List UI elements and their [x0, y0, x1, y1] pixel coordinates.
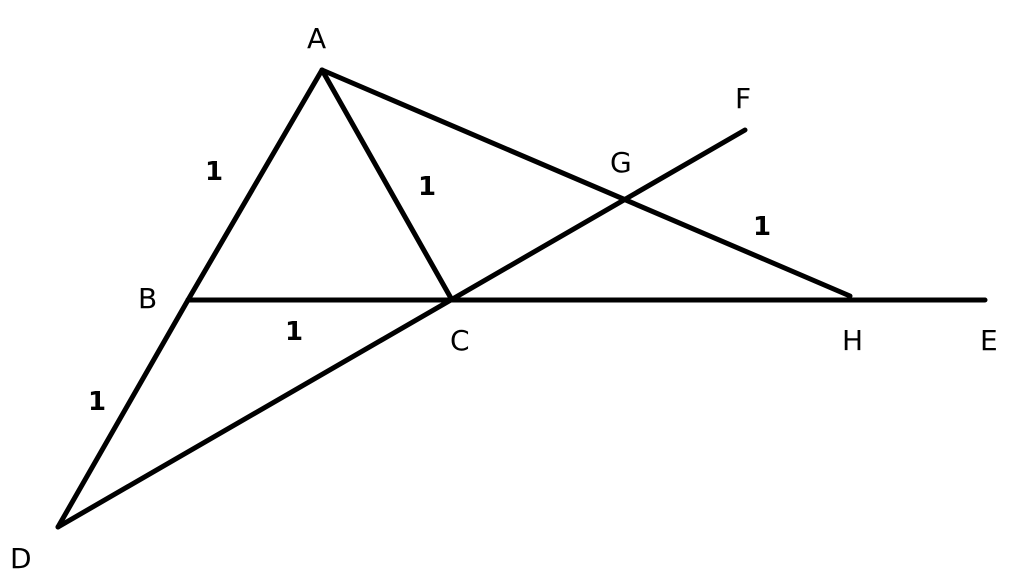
label-F: F — [735, 82, 751, 115]
segment-AC — [319, 67, 455, 303]
label-A: A — [307, 22, 326, 55]
label-C: C — [450, 324, 470, 357]
label-G: G — [610, 146, 632, 179]
length-BC: 1 — [285, 317, 303, 347]
label-H: H — [842, 324, 863, 357]
length-GH: 1 — [753, 212, 771, 242]
segment-AH — [319, 67, 853, 299]
length-BD: 1 — [88, 387, 106, 417]
label-E: E — [980, 324, 998, 357]
segment-DF — [55, 127, 748, 530]
length-AB: 1 — [205, 157, 223, 187]
label-D: D — [10, 542, 32, 575]
segment-BD — [55, 297, 191, 530]
length-AC: 1 — [418, 172, 436, 202]
label-B: B — [138, 282, 157, 315]
segment-AB — [185, 67, 325, 303]
